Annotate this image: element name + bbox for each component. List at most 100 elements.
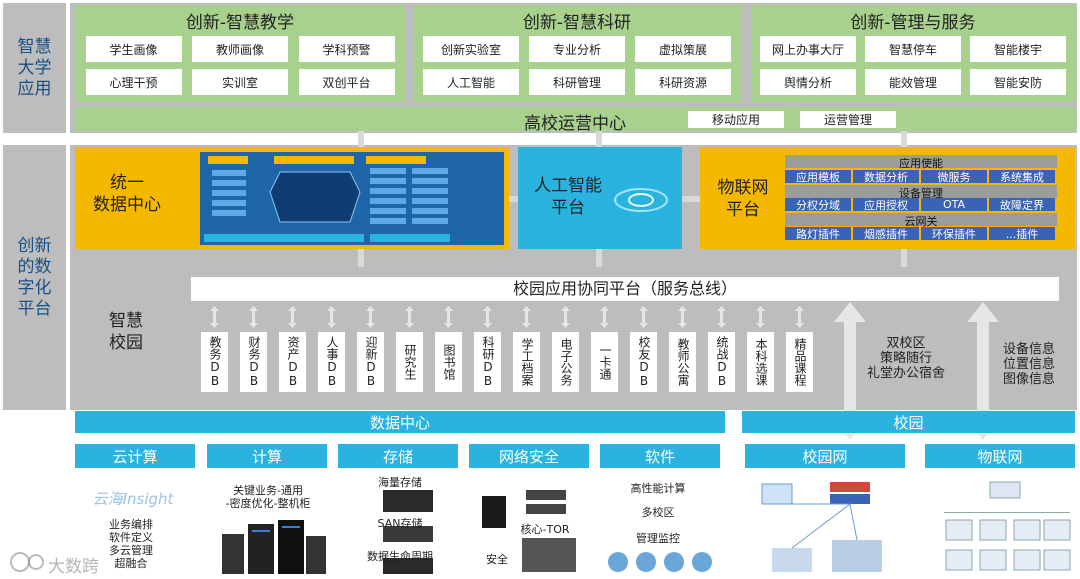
research-title: 创新-智慧科研	[413, 8, 741, 33]
campus-app-column[interactable]: 教师公寓	[669, 332, 696, 392]
research-item-4[interactable]: 科研管理	[529, 69, 625, 95]
up-down-arrow-icon	[327, 306, 336, 328]
infra-title-iot_net: 物联网	[925, 444, 1075, 468]
teaching-item-1[interactable]: 教师画像	[192, 36, 288, 62]
watermark: 大数跨	[48, 557, 99, 577]
data-center-label: 统一 数据中心	[93, 173, 161, 215]
campus-app-column[interactable]: 人事DB	[318, 332, 345, 392]
top-side-panel	[3, 3, 66, 133]
campus-label: 智慧 校园	[109, 311, 143, 353]
ai-platform-label: 人工智能 平台	[534, 176, 602, 218]
iot-gateway-0[interactable]: 路灯插件	[785, 227, 851, 241]
teaching-item-3[interactable]: 心理干预	[85, 69, 182, 95]
campus-app-column[interactable]: 资产DB	[279, 332, 306, 392]
service-item-0[interactable]: 网上办事大厅	[760, 36, 856, 62]
ai-eye-icon	[614, 188, 668, 212]
service-item-3[interactable]: 舆情分析	[760, 69, 856, 95]
data-diagram-graphic	[204, 156, 450, 242]
campus-app-column[interactable]: 精品课程	[786, 332, 813, 392]
teaching-item-5[interactable]: 双创平台	[298, 69, 395, 95]
security-label: 安全	[486, 553, 508, 566]
teaching-title: 创新-智慧教学	[75, 8, 405, 33]
up-down-arrow-icon	[483, 306, 492, 328]
service-item-2[interactable]: 智能楼宇	[970, 36, 1066, 62]
up-down-arrow-icon	[444, 306, 453, 328]
campus-bar: 校园	[742, 411, 1075, 433]
network-devices	[482, 490, 576, 572]
research-item-5[interactable]: 科研资源	[635, 69, 731, 95]
cloud-gateway-header: 云网关	[785, 213, 1057, 228]
iot-device-0[interactable]: 分权分域	[785, 198, 851, 212]
campus-app-column[interactable]: 统战DB	[708, 332, 735, 392]
up-down-arrow-icon	[600, 306, 609, 328]
teaching-item-4[interactable]: 实训室	[192, 69, 288, 95]
teaching-item-0[interactable]: 学生画像	[85, 36, 182, 62]
platform-side-panel	[3, 145, 66, 410]
ai-platform	[518, 147, 682, 249]
campus-app-column[interactable]: 校友DB	[630, 332, 657, 392]
storage-item: SAN存储	[377, 517, 423, 530]
up-down-arrow-icon	[639, 306, 648, 328]
campus-app-column[interactable]: 学工档案	[513, 332, 540, 392]
device-info-text: 设备信息 位置信息 图像信息	[1002, 342, 1055, 387]
app-enable-header: 应用使能	[785, 155, 1057, 170]
storage-devices	[383, 490, 433, 574]
teaching-item-2[interactable]: 学科预警	[298, 36, 395, 62]
ops-center-bar	[75, 107, 1075, 131]
iot-enable-3[interactable]: 系统集成	[989, 170, 1055, 184]
up-down-arrow-icon	[288, 306, 297, 328]
cloud-desc: 业务编排 软件定义 多云管理 超融合	[109, 518, 153, 570]
service-item-4[interactable]: 能效管理	[865, 69, 961, 95]
iot-device-2[interactable]: OTA	[921, 198, 987, 211]
campus-app-column[interactable]: 教务DB	[201, 332, 228, 392]
digital-platform-label: 创新 的数 字化 平台	[17, 235, 52, 319]
iot-enable-2[interactable]: 微服务	[921, 170, 987, 184]
service-item-1[interactable]: 智慧停车	[865, 36, 961, 62]
iot-gateway-1[interactable]: 烟感插件	[853, 227, 919, 241]
iot-network-image	[944, 481, 1071, 571]
campus-app-column[interactable]: 一卡通	[591, 332, 618, 392]
research-item-0[interactable]: 创新实验室	[423, 36, 519, 62]
campus-network-image	[761, 482, 882, 572]
campus-app-column[interactable]: 本科选课	[747, 332, 774, 392]
iot-gateway-2[interactable]: 环保插件	[921, 227, 987, 241]
service-item-5[interactable]: 智能安防	[970, 69, 1066, 95]
software-item: 高性能计算	[630, 482, 686, 495]
software-icons	[608, 552, 712, 572]
campus-app-column[interactable]: 电子公务	[552, 332, 579, 392]
server-rack-image	[222, 520, 326, 574]
iot-device-3[interactable]: 故障定界	[989, 198, 1055, 212]
software-item: 多校区	[641, 506, 675, 519]
iot-enable-1[interactable]: 数据分析	[853, 170, 919, 184]
up-down-arrow-icon	[210, 306, 219, 328]
up-down-arrow-icon	[405, 306, 414, 328]
device-mgmt-header: 设备管理	[785, 185, 1057, 200]
iot-enable-0[interactable]: 应用模板	[785, 170, 851, 184]
cloud-logo: 云海Insight	[92, 490, 174, 508]
research-item-3[interactable]: 人工智能	[423, 69, 519, 95]
dual-campus-text: 双校区 策略随行 礼堂办公宿舍	[866, 336, 945, 381]
data-center-diagram	[200, 152, 504, 245]
mobile-app-button[interactable]: 移动应用	[688, 111, 784, 128]
iot-gateway-3[interactable]: ...插件	[989, 227, 1055, 241]
smart-university-label: 智慧 大学 应用	[17, 36, 52, 99]
campus-app-column[interactable]: 科研DB	[474, 332, 501, 392]
up-down-arrow-icon	[717, 306, 726, 328]
ops-management-button[interactable]: 运营管理	[800, 111, 896, 128]
core-tor-label: 核心-TOR	[520, 523, 570, 536]
campus-app-column[interactable]: 迎新DB	[357, 332, 384, 392]
research-item-1[interactable]: 专业分析	[529, 36, 625, 62]
infra-title-compute: 计算	[207, 444, 327, 468]
up-down-arrow-icon	[366, 306, 375, 328]
software-item: 管理监控	[636, 532, 680, 545]
compute-desc: 关键业务-通用 -密度优化-整机柜	[225, 484, 311, 510]
up-down-arrow-icon	[795, 306, 804, 328]
campus-app-column[interactable]: 财务DB	[240, 332, 267, 392]
ops-center-title: 高校运营中心	[524, 114, 626, 134]
campus-app-column[interactable]: 研究生	[396, 332, 423, 392]
infra-title-cloud: 云计算	[75, 444, 195, 468]
service-bus-bar: 校园应用协同平台（服务总线）	[191, 277, 1059, 301]
iot-device-1[interactable]: 应用授权	[853, 198, 919, 212]
research-item-2[interactable]: 虚拟策展	[635, 36, 731, 62]
campus-app-column[interactable]: 图书馆	[435, 332, 462, 392]
